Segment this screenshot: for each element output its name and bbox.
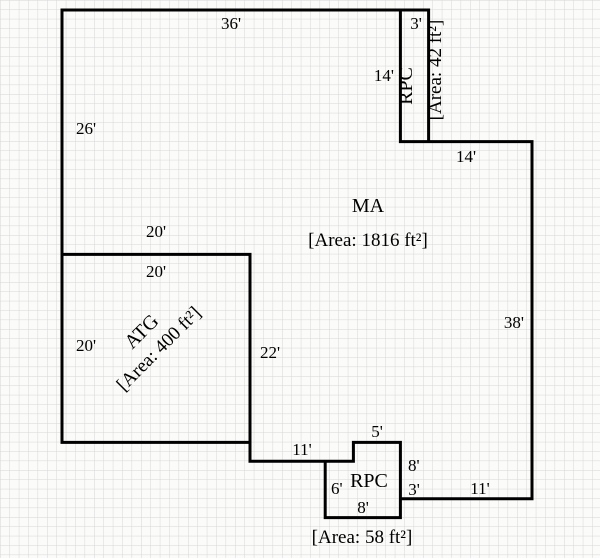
- dim-atg-left: 20': [76, 336, 96, 355]
- dim-top-main: 36': [221, 14, 241, 33]
- dim-bottom-left-span: 11': [292, 440, 311, 459]
- room-label-rpc-bottom: RPC: [350, 470, 388, 492]
- room-area-rpc-top: [Area: 42 ft²]: [425, 20, 446, 121]
- room-area-rpc-bottom: [Area: 58 ft²]: [312, 527, 413, 548]
- room-label-ma: MA: [352, 195, 385, 217]
- dim-rpc-bottom-bottom: 8': [357, 498, 369, 517]
- floor-plan-walls: [60, 8, 534, 520]
- dim-bottom-right-step: 3': [408, 480, 420, 499]
- dim-atg-top-inner: 20': [146, 262, 166, 281]
- room-label-rpc-top: RPC: [395, 67, 417, 105]
- dim-left-upper: 26': [76, 119, 96, 138]
- dim-bottom-right-span: 11': [470, 479, 489, 498]
- dim-rpc-bottom-left: 6': [331, 479, 343, 498]
- dim-right-side: 38': [504, 313, 524, 332]
- dim-top-rpc-width: 3': [410, 14, 422, 33]
- room-area-ma: [Area: 1816 ft²]: [308, 230, 428, 251]
- dim-rpc-bottom-top: 5': [371, 422, 383, 441]
- dim-rpc-top-height: 14': [374, 66, 394, 85]
- dim-atg-top-outer: 20': [146, 222, 166, 241]
- dim-rpc-bottom-right: 8': [408, 456, 420, 475]
- dim-ma-atg-divider: 22': [260, 343, 280, 362]
- dim-upper-right-span: 14': [456, 147, 476, 166]
